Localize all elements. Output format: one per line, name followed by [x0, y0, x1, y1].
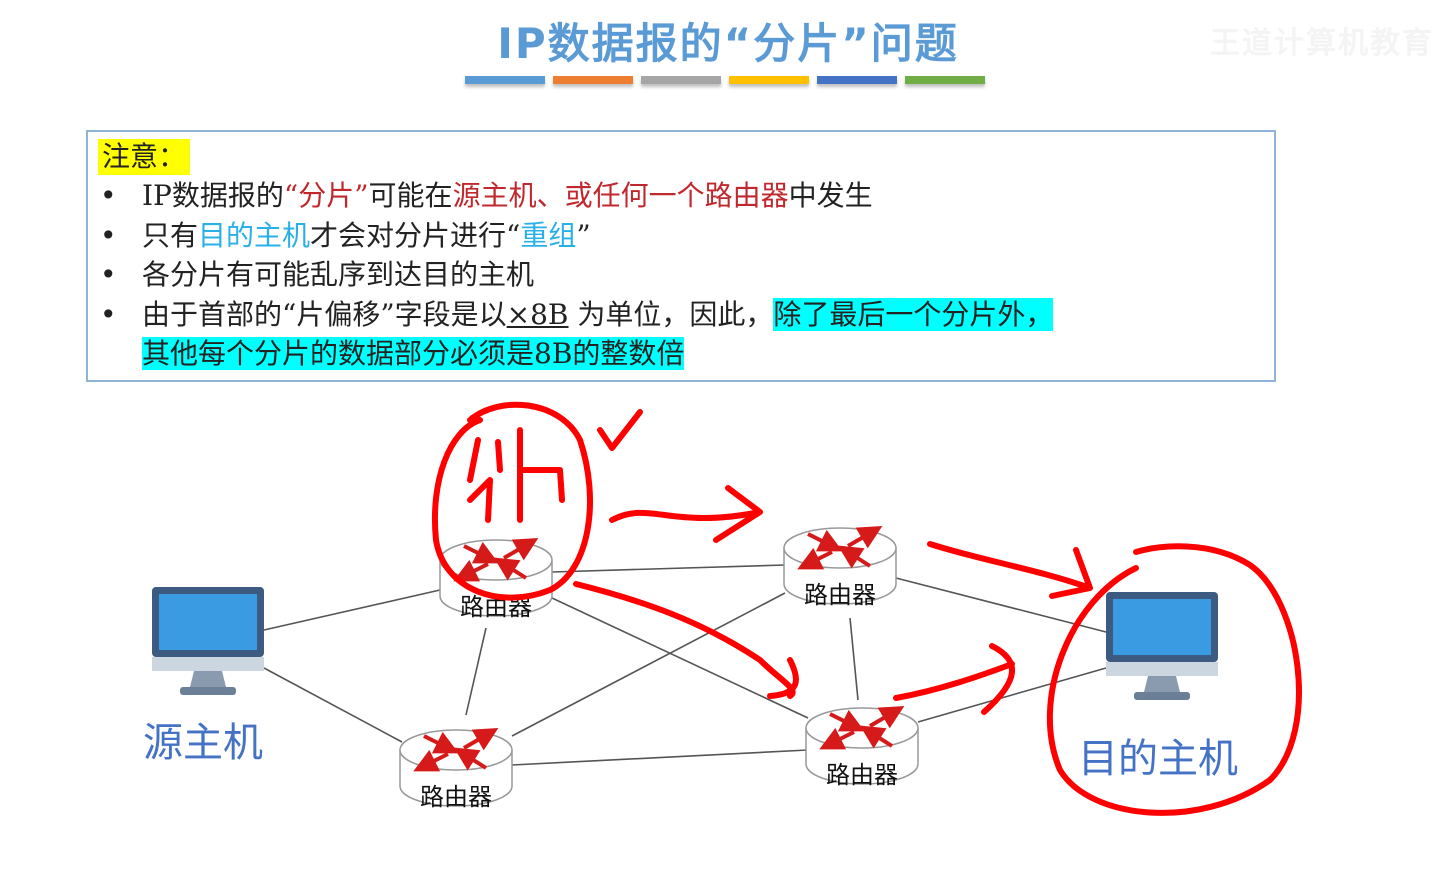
bullet: •	[100, 219, 117, 252]
network-links	[263, 564, 1107, 766]
bullet: •	[100, 298, 117, 331]
underline-bar-2	[553, 76, 633, 84]
text-span-highlight: 除了最后一个分片外，	[773, 298, 1054, 331]
router-2: 路由器	[784, 528, 896, 609]
svg-text:路由器: 路由器	[826, 761, 898, 789]
svg-text:路由器: 路由器	[420, 783, 492, 811]
note-box	[86, 130, 1276, 382]
svg-text:路由器: 路由器	[804, 581, 876, 609]
source-host-label: 源主机	[143, 720, 263, 766]
text-span-cyan: 目的主机	[198, 219, 311, 252]
text-span-cyan: 重组	[520, 219, 577, 252]
note-item-1: • IP数据报的“分片”可能在源主机、或任何一个路由器中发生	[100, 178, 873, 214]
text-span: 为单位，因此，	[568, 298, 774, 331]
bullet: •	[100, 258, 117, 291]
note-heading: 注意：	[98, 139, 191, 175]
note-item-2: • 只有目的主机才会对分片进行“重组”	[100, 218, 591, 254]
text-span: 可能在	[368, 179, 453, 212]
underline-bar-5	[817, 76, 897, 84]
text-span-red: “分片”	[283, 179, 369, 212]
dest-host-icon	[1106, 592, 1218, 700]
text-span: 才会对分片进行“	[310, 219, 521, 252]
underline-bar-3	[641, 76, 721, 84]
title-underline-bars	[465, 76, 985, 84]
slide-title: IP数据报的“分片”问题	[497, 19, 959, 68]
text-span-red: 源主机、或任何一个路由器	[452, 179, 789, 212]
text-span: 由于首部的“片偏移”字段是以	[142, 298, 507, 331]
text-span: ”	[576, 219, 591, 252]
source-host-icon	[152, 587, 264, 695]
note-item-4: • 由于首部的“片偏移”字段是以×8B 为单位，因此，除了最后一个分片外，	[100, 297, 1054, 333]
underline-bar-6	[905, 76, 985, 84]
router-3: 路由器	[400, 730, 512, 811]
dest-host-label: 目的主机	[1078, 736, 1238, 782]
text-span: 各分片有可能乱序到达目的主机	[142, 258, 535, 291]
handwritten-annotations	[432, 401, 1302, 816]
underline-bar-1	[465, 76, 545, 84]
text-span: IP数据报的	[142, 179, 284, 212]
text-span: 中发生	[788, 179, 873, 212]
text-span: 只有	[142, 219, 199, 252]
bullet: •	[100, 179, 117, 212]
router-4: 路由器	[806, 708, 918, 789]
note-item-3: • 各分片有可能乱序到达目的主机	[100, 257, 534, 293]
text-span-highlight: 其他每个分片的数据部分必须是8B的整数倍	[142, 337, 685, 370]
text-span-underline: ×8B	[506, 298, 569, 331]
underline-bar-4	[729, 76, 809, 84]
watermark: 王道计算机教育	[1210, 26, 1434, 61]
note-item-4-continuation: 其他每个分片的数据部分必须是8B的整数倍	[100, 336, 685, 372]
